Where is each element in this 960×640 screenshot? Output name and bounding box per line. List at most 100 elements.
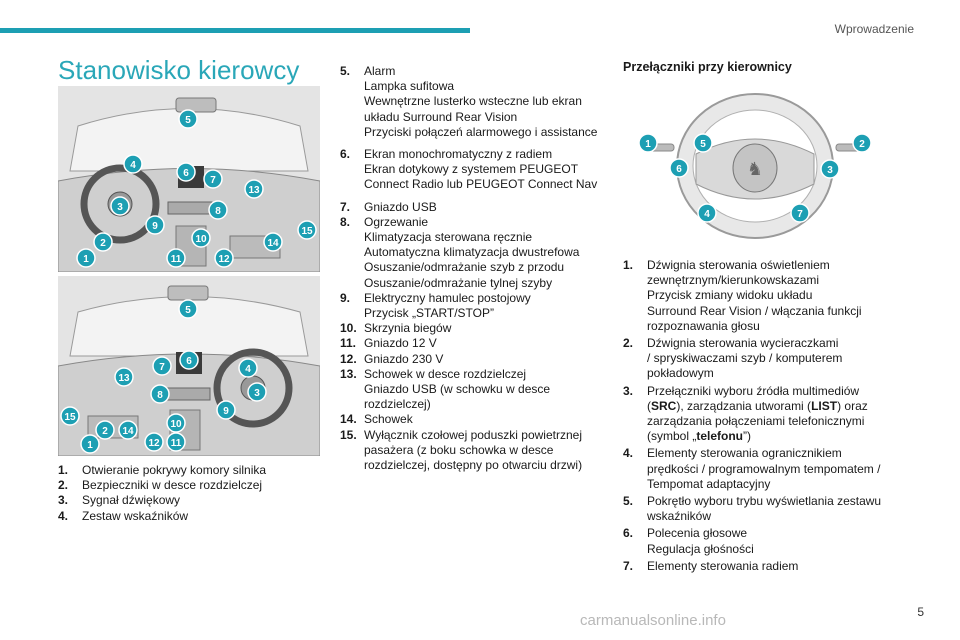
legend-item-text: rozdzielczej) (364, 397, 431, 412)
callout-badge (178, 299, 198, 319)
callout-number: 7 (210, 175, 216, 186)
callout-badge (176, 162, 196, 182)
callout-number: 1 (83, 254, 89, 265)
legend-item-text: Surround Rear Vision / włączania funkcji (647, 303, 862, 318)
legend-item-text: Otwieranie pokrywy komory silnika (82, 463, 267, 477)
callout-badge (820, 159, 840, 179)
legend-item-text: Pokrętło wyboru trybu wyświetlania zesta… (647, 494, 882, 509)
legend-item-text: Lampka sufitowa (364, 79, 455, 94)
callout-number: 13 (248, 185, 260, 196)
callout-number: 7 (159, 362, 165, 373)
legend-item-text: Gniazdo 230 V (364, 351, 444, 366)
legend-item-text: Elektryczny hamulec postojowy (364, 290, 531, 305)
legend-item-number: 7. (623, 558, 634, 573)
legend-item-text: wskaźników (647, 509, 712, 524)
callout-badge (297, 220, 317, 240)
callout-number: 4 (130, 160, 136, 171)
legend-item-text: układu Surround Rear Vision (364, 109, 518, 124)
legend-item-text: Automatyczna klimatyzacja dwustrefowa (364, 245, 580, 260)
callout-number: 10 (195, 234, 207, 245)
legend-item-text: Dźwignia sterowania wycieraczkami (647, 336, 839, 351)
legend-item-text: Zestaw wskaźników (82, 508, 189, 523)
callout-number: 14 (122, 426, 134, 437)
legend-item: 2.Bezpieczniki w desce rozdzielczej (58, 478, 320, 493)
legend-item-text: Tempomat adaptacyjny (647, 476, 771, 491)
legend-item-text: Ekran monochromatyczny z radiem (364, 147, 553, 162)
callout-badge (263, 232, 283, 252)
legend-item-text: Polecenia głosowe (647, 526, 748, 541)
callout-badge (244, 179, 264, 199)
legend-item-text: (SRC), zarządzania utworami (LIST) oraz (647, 398, 868, 413)
section-name: Wprowadzenie (834, 22, 914, 36)
legend-item-number: 1. (58, 463, 69, 477)
legend-item-number: 1. (623, 258, 634, 272)
callout-number: 7 (797, 209, 803, 220)
legend-item-number: 6. (623, 526, 634, 541)
callout-badge (669, 158, 689, 178)
legend-item-number: 8. (340, 214, 351, 229)
legend-item: 7.Elementy sterowania radiem (623, 559, 903, 574)
callout-badge (166, 413, 186, 433)
callout-number: 12 (218, 254, 230, 265)
legend-item: 5. Pokrętło wyboru trybu wyświetlania zes… (623, 494, 903, 524)
legend-item-text: Dźwignia sterowania oświetleniem (647, 258, 830, 272)
legend-item: 1. Otwieranie pokrywy komory silnika (58, 463, 320, 478)
legend-item-text: Skrzynia biegów (364, 321, 452, 336)
callout-number: 6 (183, 168, 189, 179)
callout-number: 2 (100, 238, 106, 249)
callout-badge (214, 248, 234, 268)
legend-item-text: Connect Radio lub PEUGEOT Connect Nav (364, 177, 598, 192)
callout-number: 3 (827, 165, 833, 176)
legend-item-text: Przycisk „START/STOP” (364, 306, 495, 321)
callout-badge (114, 367, 134, 387)
legend-item-number: 14. (340, 412, 357, 427)
legend-item: 2.Dźwignia sterowania wycieraczkami/ spr… (623, 336, 903, 382)
callout-number: 9 (223, 406, 229, 417)
legend-item-text: Alarm (364, 64, 396, 78)
legend-item-text: Osuszanie/odmrażanie szyb z przodu (364, 260, 565, 275)
legend-item-number: 9. (340, 290, 351, 305)
header-accent-bar (0, 28, 470, 33)
legend-item-text: Gniazdo USB (w schowku w desce (364, 382, 551, 397)
legend-item-text: Regulacja głośności (647, 541, 754, 556)
callout-badge (179, 350, 199, 370)
callout-badge (145, 215, 165, 235)
callout-number: 14 (267, 238, 279, 249)
callout-badge (178, 109, 198, 129)
legend-item-number: 2. (58, 478, 69, 493)
callout-number: 5 (700, 139, 706, 150)
legend-item: 10.Skrzynia biegów (340, 321, 610, 336)
svg-text:♞: ♞ (747, 159, 763, 180)
legend-item-text: (symbol „telefonu”) (647, 429, 752, 444)
legend-item-text: Elementy sterowania ogranicznikiem (647, 446, 842, 461)
callout-badge (790, 203, 810, 223)
callout-badge (247, 382, 267, 402)
callout-badge (203, 169, 223, 189)
legend-item: 4.Zestaw wskaźników (58, 509, 320, 524)
callout-badge (60, 406, 80, 426)
legend-item: 15.Wyłącznik czołowej poduszki powietrzn… (340, 428, 610, 474)
legend-item-number: 4. (623, 446, 634, 461)
legend-item-number: 5. (623, 494, 634, 509)
callout-badge (93, 232, 113, 252)
callout-badge (118, 420, 138, 440)
page-title: Stanowisko kierowcy (58, 55, 300, 85)
legend-item-text: rozdzielczej, dostępny po otwarciu drzwi… (364, 458, 583, 473)
legend-item-text: prędkości / programowalnym tempomatem / (647, 461, 881, 476)
legend-item-text: Wewnętrzne lusterko wsteczne lub ekran (364, 94, 582, 109)
callout-number: 12 (148, 438, 160, 449)
legend-item-text: Przyciski połączeń alarmowego i assistan… (364, 124, 598, 139)
legend-item-text: Gniazdo 12 V (364, 336, 437, 351)
callout-number: 3 (117, 202, 123, 213)
callout-badge (95, 420, 115, 440)
callout-badge (80, 434, 100, 454)
callout-number: 8 (157, 390, 163, 401)
